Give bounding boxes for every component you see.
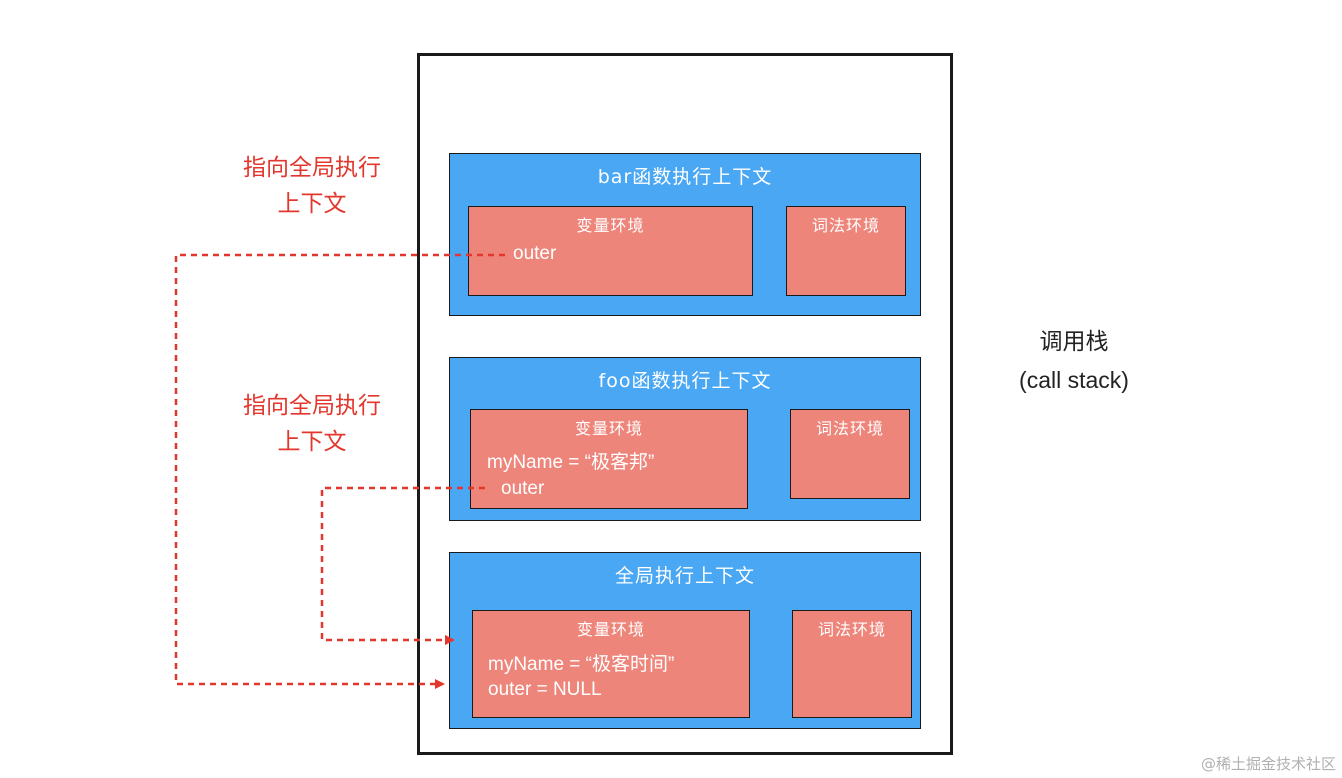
bar-variable-env-title: 变量环境 xyxy=(576,216,645,235)
foo-context-title: foo函数执行上下文 xyxy=(598,370,772,392)
bar-lexical-env-title: 词法环境 xyxy=(811,216,880,235)
foo-lexical-env-title: 词法环境 xyxy=(815,419,884,438)
foo-myname-var: myName = “极客邦” xyxy=(487,452,655,473)
bar-lexical-environment: 词法环境 xyxy=(786,206,906,296)
foo-variable-environment: 变量环境 myName = “极客邦” outer xyxy=(470,409,748,509)
global-variable-environment: 变量环境 myName = “极客时间” outer = NULL xyxy=(472,610,750,718)
annotation-foo-outer-line2: 上下文 xyxy=(277,429,347,455)
bar-variable-environment: 变量环境 outer xyxy=(468,206,753,296)
bar-context-title: bar函数执行上下文 xyxy=(597,166,773,188)
annotation-foo-outer: 指向全局执行 上下文 xyxy=(232,388,392,460)
foo-lexical-environment: 词法环境 xyxy=(790,409,910,499)
annotation-bar-outer: 指向全局执行 上下文 xyxy=(232,150,392,222)
global-lexical-env-title: 词法环境 xyxy=(817,620,886,639)
global-context-title: 全局执行上下文 xyxy=(614,565,755,587)
call-stack-label-en: (call stack) xyxy=(1019,367,1129,393)
call-stack-label: 调用栈 (call stack) xyxy=(984,323,1164,399)
foo-outer-ref: outer xyxy=(501,478,545,499)
foo-variable-env-title: 变量环境 xyxy=(574,419,643,438)
global-lexical-environment: 词法环境 xyxy=(792,610,912,718)
global-execution-context: 全局执行上下文 变量环境 myName = “极客时间” outer = NUL… xyxy=(449,552,921,729)
annotation-bar-outer-line1: 指向全局执行 xyxy=(243,155,381,181)
annotation-bar-outer-line2: 上下文 xyxy=(277,191,347,217)
foo-execution-context: foo函数执行上下文 变量环境 myName = “极客邦” outer 词法环… xyxy=(449,357,921,521)
bar-execution-context: bar函数执行上下文 变量环境 outer 词法环境 xyxy=(449,153,921,316)
call-stack-label-cn: 调用栈 xyxy=(1039,329,1109,355)
global-variable-env-title: 变量环境 xyxy=(576,620,645,639)
watermark: @稀土掘金技术社区 xyxy=(1200,755,1336,773)
bar-outer-ref: outer xyxy=(513,243,557,264)
global-outer-null: outer = NULL xyxy=(488,679,602,700)
global-myname-var: myName = “极客时间” xyxy=(488,654,675,675)
annotation-foo-outer-line1: 指向全局执行 xyxy=(243,393,381,419)
